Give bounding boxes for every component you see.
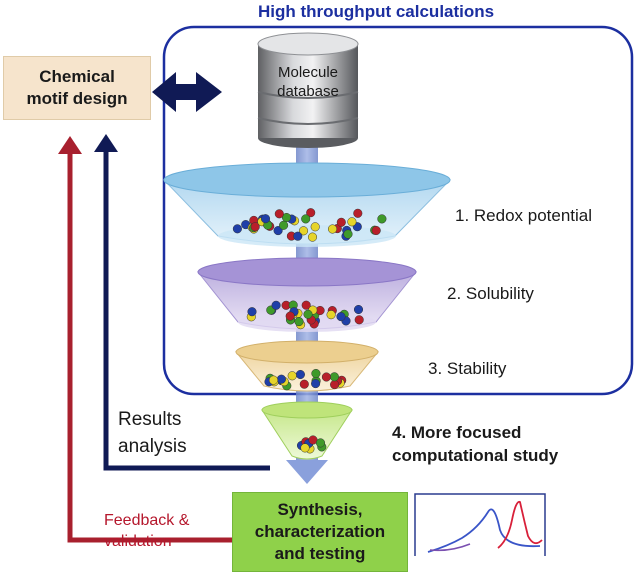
molecule-ball (336, 312, 346, 322)
step-focused-line-1: 4. More focused (392, 423, 522, 442)
molecule-ball (301, 214, 311, 224)
database-line-1: Molecule (277, 64, 339, 81)
molecule-ball (293, 231, 303, 241)
molecule-ball (300, 443, 310, 453)
molecule-ball (354, 315, 364, 325)
high-throughput-frame (162, 25, 634, 396)
molecule-ball (336, 217, 346, 227)
title-high-throughput: High throughput calculations (258, 2, 495, 21)
step-focused-line-2: computational study (392, 446, 559, 465)
molecule-cluster-redox (232, 208, 387, 242)
molecule-ball (371, 225, 381, 236)
molecule-ball (343, 229, 353, 239)
results-line-2: analysis (118, 436, 187, 457)
molecule-ball (276, 374, 286, 384)
results-line-1: Results (118, 409, 182, 430)
database-label: Molecule database (258, 63, 358, 101)
feedback-validation-label: Feedback & validation (104, 510, 189, 552)
molecule-ball (326, 310, 336, 320)
feedback-line-1: Feedback & (104, 512, 190, 529)
molecule-database-icon (257, 32, 359, 148)
molecule-ball (295, 369, 305, 380)
step-solubility: 2. Solubility (447, 284, 534, 303)
molecule-ball (315, 438, 326, 448)
molecule-ball (353, 304, 364, 315)
molecule-ball (330, 380, 340, 390)
molecule-cluster-focused (296, 435, 327, 454)
validation-feedback-path (67, 152, 232, 543)
molecule-ball (306, 208, 316, 218)
molecule-ball (321, 372, 331, 382)
synthesis-box: Synthesis, characterization and testing (232, 492, 408, 572)
funnel-redox (162, 162, 452, 247)
molecule-ball (279, 220, 289, 230)
molecule-ball (329, 372, 339, 382)
molecule-ball (311, 379, 321, 389)
molecule-cluster-solubility (246, 300, 364, 330)
molecule-ball (303, 309, 313, 319)
measurement-plot (414, 493, 546, 556)
step-focused-study: 4. More focused computational study (392, 421, 558, 467)
results-feedback-path (103, 150, 270, 471)
molecule-ball (301, 300, 311, 310)
double-arrow-icon (152, 72, 222, 112)
molecule-ball (299, 379, 309, 389)
molecule-ball (310, 222, 320, 232)
molecule-ball (250, 222, 260, 232)
molecule-ball (377, 214, 387, 224)
motif-line-1: Chemical (39, 67, 115, 86)
chemical-motif-design-box: Chemical motif design (3, 56, 151, 120)
step-stability: 3. Stability (428, 359, 507, 378)
results-arrow-head-icon (94, 134, 118, 152)
workflow-diagram (58, 25, 634, 556)
synthesis-line-3: and testing (274, 544, 366, 563)
molecule-ball (273, 226, 283, 236)
molecule-ball (347, 217, 357, 227)
molecule-cluster-stability (264, 368, 347, 391)
molecule-ball (271, 300, 281, 310)
molecule-ball (287, 371, 297, 381)
synthesis-line-1: Synthesis, (277, 500, 363, 519)
molecule-ball (307, 232, 318, 242)
molecule-ball (285, 311, 295, 321)
synthesis-line-2: characterization (254, 522, 386, 541)
feedback-line-2: validation (104, 533, 172, 550)
motif-line-2: motif design (26, 89, 128, 108)
validation-arrow-head-icon (58, 136, 82, 154)
molecule-ball (274, 209, 284, 219)
molecule-ball (353, 208, 363, 218)
molecule-ball (298, 226, 309, 236)
results-analysis-label: Results analysis (118, 406, 187, 460)
down-arrow-icon (286, 460, 328, 484)
molecule-ball (294, 317, 304, 327)
molecule-ball (247, 307, 257, 317)
molecule-ball (327, 224, 338, 234)
molecule-ball (232, 224, 242, 234)
database-line-2: database (277, 83, 339, 100)
step-redox-potential: 1. Redox potential (455, 206, 593, 225)
funnel-focused-study (261, 401, 353, 460)
molecule-ball (311, 368, 321, 379)
molecule-ball (268, 375, 279, 385)
molecule-ball (260, 214, 271, 224)
